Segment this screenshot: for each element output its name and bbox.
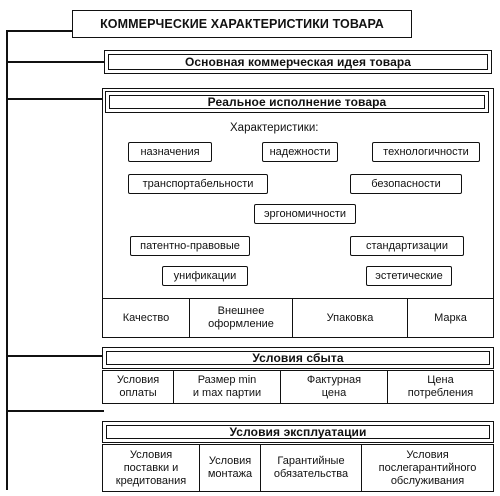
sales-title: Условия сбыта: [102, 347, 494, 369]
char-patent: патентно-правовые: [130, 236, 250, 256]
char-unification: унификации: [162, 266, 248, 286]
batch-size-cell: Размер min и max партии: [174, 371, 281, 403]
packaging-cell: Упаковка: [293, 299, 408, 337]
post-warranty-cell: Условия послегарантийного обслуживания: [378, 448, 477, 487]
connector-vertical: [6, 30, 8, 490]
characteristics-label: Характеристики:: [230, 122, 319, 134]
consumption-price-cell: Цена потребления: [407, 374, 474, 399]
appearance-cell: Внешнее оформление: [190, 299, 293, 337]
char-transport: транспортабельности: [128, 174, 268, 194]
connector-top: [6, 30, 72, 32]
brand-cell: Марка: [434, 311, 467, 324]
sales-title-text: Условия сбыта: [252, 351, 344, 365]
char-purpose: назначения: [128, 142, 212, 162]
char-standardization: стандартизации: [350, 236, 464, 256]
installation-cell: Условия монтажа: [200, 445, 261, 491]
char-reliability: надежности: [262, 142, 338, 162]
real-section-title-text: Реальное исполнение товара: [207, 95, 387, 109]
char-ergonomics: эргономичности: [254, 204, 356, 224]
char-safety: безопасности: [350, 174, 462, 194]
operation-row: Условия поставки и кредитования Условия …: [102, 444, 494, 492]
real-bottom-row: Качество Внешнее оформление Упаковка Мар…: [102, 298, 494, 338]
payment-terms-cell: Условия оплаты: [103, 371, 174, 403]
invoice-price-cell: Фактурная цена: [281, 371, 388, 403]
warranty-cell: Гарантийные обязательства: [261, 445, 362, 491]
idea-title: Основная коммерческая идея товара: [104, 50, 492, 74]
sales-row: Условия оплаты Размер min и max партии Ф…: [102, 370, 494, 404]
connector-operation: [6, 410, 104, 412]
main-title: КОММЕРЧЕСКИЕ ХАРАКТЕРИСТИКИ ТОВАРА: [72, 10, 412, 38]
connector-real: [6, 98, 104, 100]
connector-idea: [6, 61, 104, 63]
char-aesthetic: эстетические: [366, 266, 452, 286]
quality-cell: Качество: [103, 299, 190, 337]
char-technology: технологичности: [372, 142, 480, 162]
idea-title-text: Основная коммерческая идея товара: [184, 55, 412, 69]
operation-title-text: Условия эксплуатации: [229, 425, 367, 439]
operation-title: Условия эксплуатации: [102, 421, 494, 443]
connector-sales: [6, 355, 104, 357]
real-section-title: Реальное исполнение товара: [105, 91, 489, 113]
delivery-credit-cell: Условия поставки и кредитования: [103, 445, 200, 491]
